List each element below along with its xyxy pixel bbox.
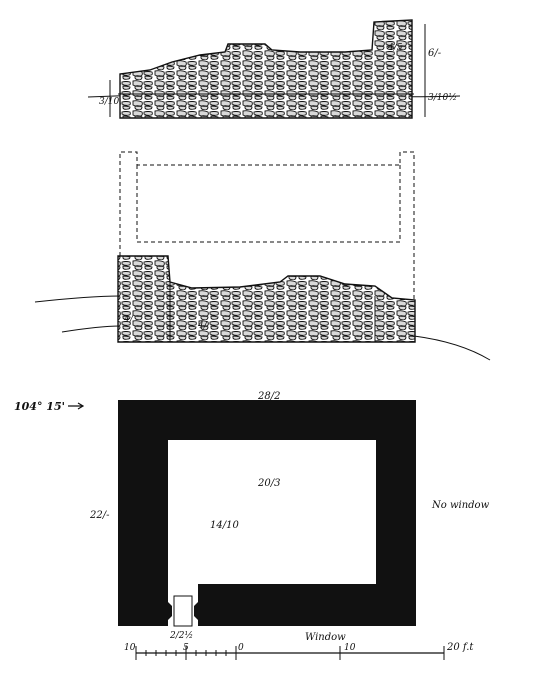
elevation-bottom: 4/ 4/ <box>34 151 491 361</box>
scale-tick-20: 20 f.t <box>446 642 474 653</box>
dim-outer-width: 22/- <box>89 510 110 521</box>
note-window: Window <box>305 632 346 643</box>
scale-bar-ticks <box>135 646 445 660</box>
dim-left-pier: 4/ <box>123 315 134 325</box>
plan-interior <box>168 440 376 584</box>
scale-tick-5: 5 <box>183 643 189 653</box>
scale-tick-10-left: 10 <box>124 643 136 653</box>
door-jamb <box>173 595 193 627</box>
dim-door-width: 2/2½ <box>169 630 193 641</box>
wall-masonry-top <box>119 19 413 119</box>
scale-bar: 10 5 0 10 20 f.t <box>124 642 474 660</box>
note-no-window: No window <box>431 500 490 511</box>
bearing-arrow <box>68 402 85 410</box>
elevation-top: 3/10 6/- 3/10½ 4/5 <box>87 19 461 119</box>
scale-tick-0: 0 <box>238 643 244 653</box>
scale-tick-10-right: 10 <box>344 643 356 653</box>
ground-line-bottom-2 <box>61 325 491 361</box>
dim-right-height-upper: 6/- <box>428 48 442 59</box>
plan-bearing: 104° 15' <box>14 400 65 413</box>
wall-masonry-bottom <box>117 255 416 343</box>
dim-outer-length: 28/2 <box>257 391 280 402</box>
dim-left-height: 3/10 <box>99 97 119 107</box>
dashed-roof-outline <box>119 151 415 300</box>
dim-inner-width: 14/10 <box>210 520 239 531</box>
dim-inner-length: 20/3 <box>257 478 280 489</box>
plan: 104° 15' 28/2 20/3 22/- 14/10 No window … <box>14 391 490 643</box>
ground-line-bottom <box>34 295 121 303</box>
dim-pier: 4/5 <box>387 43 403 53</box>
dim-right-height-lower: 3/10½ <box>428 92 457 103</box>
dim-right-pier: 4/ <box>197 321 208 331</box>
